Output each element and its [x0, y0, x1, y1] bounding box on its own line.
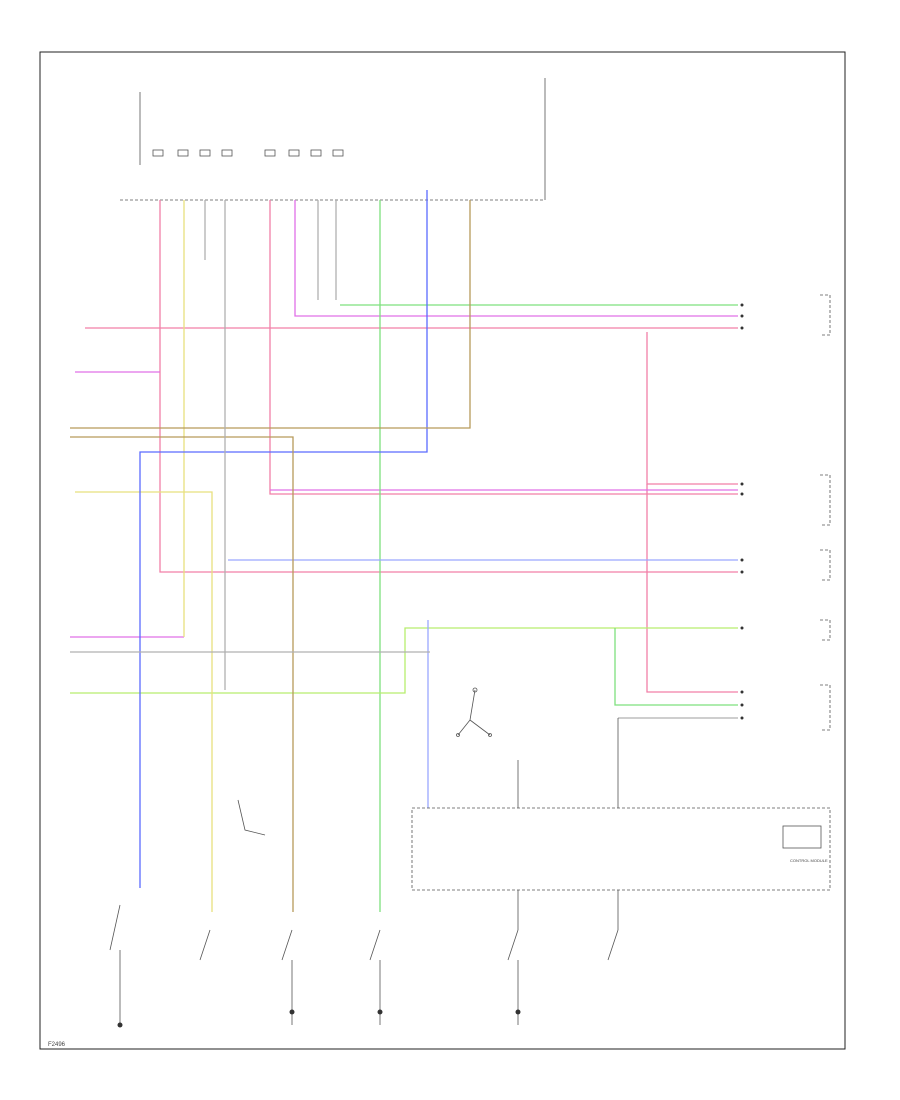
wire-pink-5	[646, 484, 738, 693]
module-box: CONTROL MODULE	[411, 718, 831, 930]
connector-markers	[740, 303, 744, 720]
wire-green-4	[614, 628, 738, 706]
wire-pink-4	[646, 332, 738, 485]
switch-cluster	[456, 687, 492, 737]
wire-yellow-2	[75, 491, 213, 912]
connector-pins	[152, 149, 344, 157]
diagram-border	[39, 51, 846, 1050]
right-components	[820, 294, 831, 731]
wire-pink-1	[159, 200, 738, 573]
footer-code: F2496	[48, 1042, 66, 1048]
wire-magenta-1	[294, 200, 738, 317]
wire-pink-2	[269, 200, 738, 495]
bottom-components	[109, 799, 619, 1025]
wire-tan-2	[70, 436, 294, 912]
wires	[70, 190, 738, 912]
module-label: CONTROL MODULE	[790, 858, 828, 863]
wire-tan-1	[70, 200, 471, 429]
ground-symbols	[117, 1009, 521, 1028]
wire-blue-1	[139, 190, 428, 888]
top-connector-block	[120, 78, 546, 201]
wire-green-3	[70, 627, 738, 694]
